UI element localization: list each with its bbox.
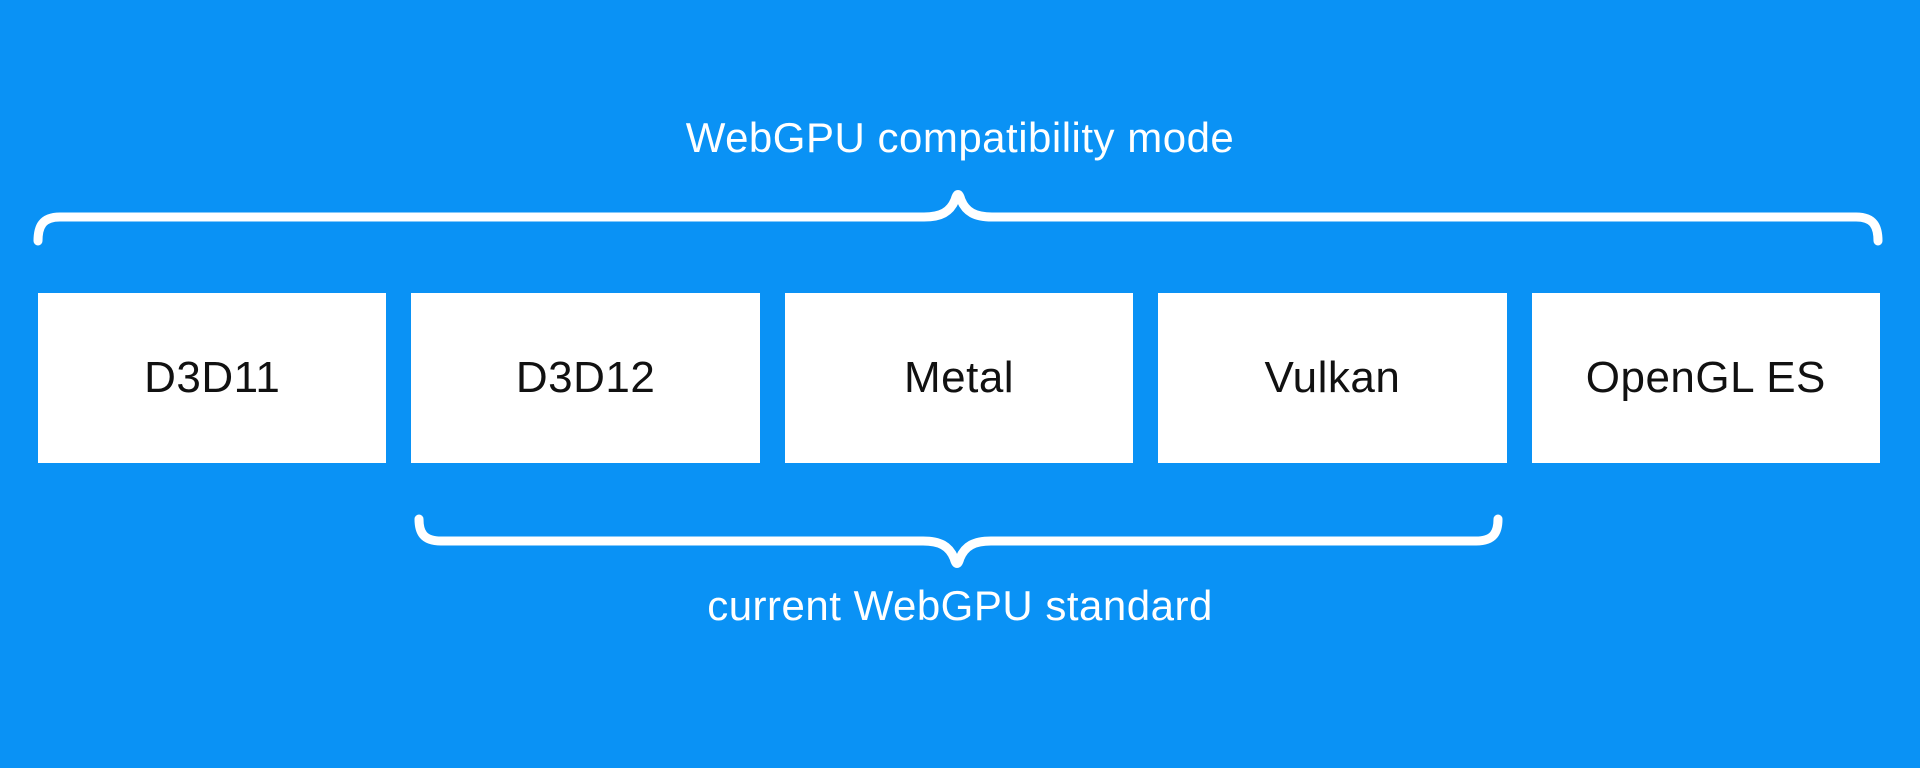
backend-boxes-row: D3D11 D3D12 Metal Vulkan OpenGL ES xyxy=(38,293,1881,463)
backend-box-d3d12: D3D12 xyxy=(411,293,760,463)
backend-box-vulkan: Vulkan xyxy=(1158,293,1507,463)
bottom-brace-icon xyxy=(414,514,1503,568)
backend-box-opengl-es: OpenGL ES xyxy=(1531,293,1881,463)
backend-box-label: Vulkan xyxy=(1264,353,1401,402)
bottom-brace-label: current WebGPU standard xyxy=(707,582,1213,629)
backend-box-label: OpenGL ES xyxy=(1585,353,1826,402)
backend-box-metal: Metal xyxy=(784,293,1134,463)
top-brace-icon xyxy=(33,190,1883,246)
backend-box-d3d11: D3D11 xyxy=(38,293,387,463)
backend-box-label: D3D11 xyxy=(144,353,281,402)
backend-box-label: Metal xyxy=(903,353,1015,402)
top-brace-label: WebGPU compatibility mode xyxy=(685,114,1235,161)
backend-box-label: D3D12 xyxy=(515,353,656,402)
